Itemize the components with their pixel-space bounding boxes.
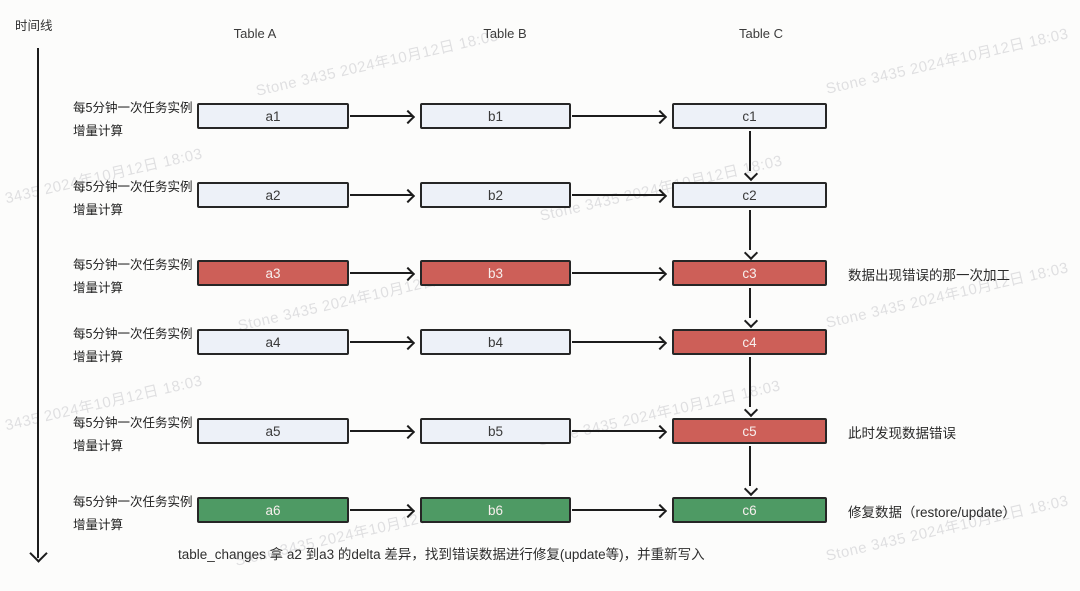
row-label-line1: 每5分钟一次任务实例 <box>73 101 193 115</box>
node-b4: b4 <box>420 329 571 355</box>
node-c1: c1 <box>672 103 827 129</box>
column-header-table-b: Table B <box>483 26 527 41</box>
row-label: 每5分钟一次任务实例 增量计算 <box>73 176 203 222</box>
row-label-line1: 每5分钟一次任务实例 <box>73 416 193 430</box>
row-label-line2: 增量计算 <box>73 350 124 364</box>
node-a4: a4 <box>197 329 349 355</box>
node-b5: b5 <box>420 418 571 444</box>
row-label-line2: 增量计算 <box>73 281 124 295</box>
node-c2: c2 <box>672 182 827 208</box>
node-c4: c4 <box>672 329 827 355</box>
arrow-b6-c6-icon <box>572 509 664 511</box>
row-label-line2: 增量计算 <box>73 203 124 217</box>
column-header-table-a: Table A <box>233 26 277 41</box>
row-label-line2: 增量计算 <box>73 518 124 532</box>
annotation-error-found: 此时发现数据错误 <box>848 426 956 441</box>
watermark: Stone 3435 2024年10月12日 18:03 <box>824 25 1071 98</box>
arrow-a3-b3-icon <box>350 272 412 274</box>
arrow-a5-b5-icon <box>350 430 412 432</box>
arrow-b1-c1-icon <box>572 115 664 117</box>
column-header-table-c: Table C <box>738 26 784 41</box>
arrow-a6-b6-icon <box>350 509 412 511</box>
row-label-line1: 每5分钟一次任务实例 <box>73 327 193 341</box>
row-label: 每5分钟一次任务实例 增量计算 <box>73 323 203 369</box>
row-label: 每5分钟一次任务实例 增量计算 <box>73 97 203 143</box>
arrow-c3-c4-icon <box>749 288 751 318</box>
node-b1: b1 <box>420 103 571 129</box>
node-a2: a2 <box>197 182 349 208</box>
node-b3: b3 <box>420 260 571 286</box>
caption-table-changes: table_changes 拿 a2 到a3 的delta 差异，找到错误数据进… <box>178 547 705 562</box>
row-label-line1: 每5分钟一次任务实例 <box>73 258 193 272</box>
arrow-b5-c5-icon <box>572 430 664 432</box>
row-label-line1: 每5分钟一次任务实例 <box>73 180 193 194</box>
row-label: 每5分钟一次任务实例 增量计算 <box>73 412 203 458</box>
node-c3: c3 <box>672 260 827 286</box>
arrow-c1-c2-icon <box>749 131 751 171</box>
node-c5: c5 <box>672 418 827 444</box>
timeline-axis-arrow-down-icon <box>37 48 39 558</box>
node-c6: c6 <box>672 497 827 523</box>
node-a6: a6 <box>197 497 349 523</box>
arrow-a2-b2-icon <box>350 194 412 196</box>
arrow-b2-c2-icon <box>572 194 664 196</box>
annotation-restore: 修复数据（restore/update） <box>848 505 1017 520</box>
arrow-a1-b1-icon <box>350 115 412 117</box>
row-label-line2: 增量计算 <box>73 439 124 453</box>
annotation-error-run: 数据出现错误的那一次加工 <box>848 268 1010 283</box>
node-b2: b2 <box>420 182 571 208</box>
row-label: 每5分钟一次任务实例 增量计算 <box>73 491 203 537</box>
node-a5: a5 <box>197 418 349 444</box>
row-label-line2: 增量计算 <box>73 124 124 138</box>
row-label: 每5分钟一次任务实例 增量计算 <box>73 254 203 300</box>
arrow-c5-c6-icon <box>749 446 751 486</box>
timeline-label: 时间线 <box>15 19 53 33</box>
node-b6: b6 <box>420 497 571 523</box>
arrow-c4-c5-icon <box>749 357 751 407</box>
arrow-c2-c3-icon <box>749 210 751 250</box>
arrow-b3-c3-icon <box>572 272 664 274</box>
row-label-line1: 每5分钟一次任务实例 <box>73 495 193 509</box>
arrow-b4-c4-icon <box>572 341 664 343</box>
arrow-a4-b4-icon <box>350 341 412 343</box>
watermark: Stone 3435 2024年10月12日 18:03 <box>254 27 501 100</box>
node-a3: a3 <box>197 260 349 286</box>
node-a1: a1 <box>197 103 349 129</box>
